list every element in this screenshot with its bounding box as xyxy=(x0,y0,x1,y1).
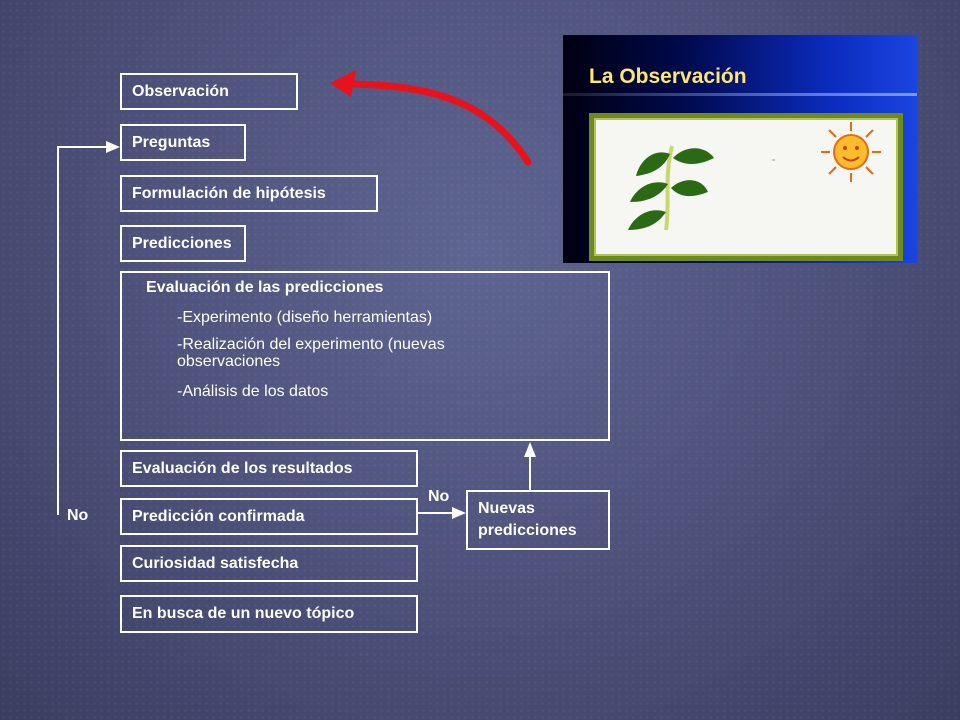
step-hipotesis: Formulación de hipótesis xyxy=(120,175,378,212)
plant-icon xyxy=(628,145,775,231)
slide-title: La Observación xyxy=(589,65,747,88)
evaluation-title: Evaluación de las predicciones xyxy=(146,279,384,296)
step-evaluacion-resultados: Evaluación de los resultados xyxy=(120,450,418,487)
evaluation-item-analisis: -Análisis de los datos xyxy=(177,383,329,400)
step-hipotesis-label: Formulación de hipótesis xyxy=(132,184,326,202)
sun-icon xyxy=(821,122,881,182)
step-observacion-label: Observación xyxy=(132,82,229,100)
step-evaluacion-resultados-label: Evaluación de los resultados xyxy=(132,459,353,477)
step-preguntas-label: Preguntas xyxy=(132,133,211,151)
red-curved-arrow xyxy=(344,80,532,166)
evaluation-item-realizacion-1: -Realización del experimento (nuevas xyxy=(177,336,445,353)
evaluation-item-realizacion-2: observaciones xyxy=(177,353,281,370)
step-evaluacion-predicciones: Evaluación de las predicciones -Experime… xyxy=(120,271,610,441)
step-nuevas-predicciones: Nuevas predicciones xyxy=(466,490,610,550)
up-arrow-head xyxy=(524,442,536,457)
step-curiosidad-label: Curiosidad satisfecha xyxy=(132,554,299,572)
slide-divider xyxy=(563,93,917,96)
step-preguntas: Preguntas xyxy=(120,124,246,161)
step-nuevo-topico-label: En busca de un nuevo tópico xyxy=(132,605,355,622)
step-observacion: Observación xyxy=(120,73,298,110)
step-curiosidad: Curiosidad satisfecha xyxy=(120,545,418,582)
step-predicciones: Predicciones xyxy=(120,225,246,262)
step-predicciones-label: Predicciones xyxy=(132,234,232,252)
nuevas-predicciones-line-2: predicciones xyxy=(478,522,577,539)
red-arrow-head xyxy=(330,70,356,97)
observation-slide-panel: La Observación xyxy=(563,35,917,263)
step-nuevo-topico: En busca de un nuevo tópico xyxy=(120,595,418,633)
slide-illustration xyxy=(589,113,903,261)
step-prediccion-confirmada: Predicción confirmada xyxy=(120,498,418,535)
step-prediccion-confirmada-label: Predicción confirmada xyxy=(132,507,305,525)
no-arrow-head-right xyxy=(452,507,466,519)
nuevas-predicciones-line-1: Nuevas xyxy=(478,500,535,517)
loop-arrow-head-left xyxy=(106,141,120,153)
loop-line-left xyxy=(57,146,106,515)
evaluation-item-experimento: -Experimento (diseño herramientas) xyxy=(177,309,433,326)
no-label-left: No xyxy=(67,507,89,524)
no-label-right: No xyxy=(428,488,450,505)
